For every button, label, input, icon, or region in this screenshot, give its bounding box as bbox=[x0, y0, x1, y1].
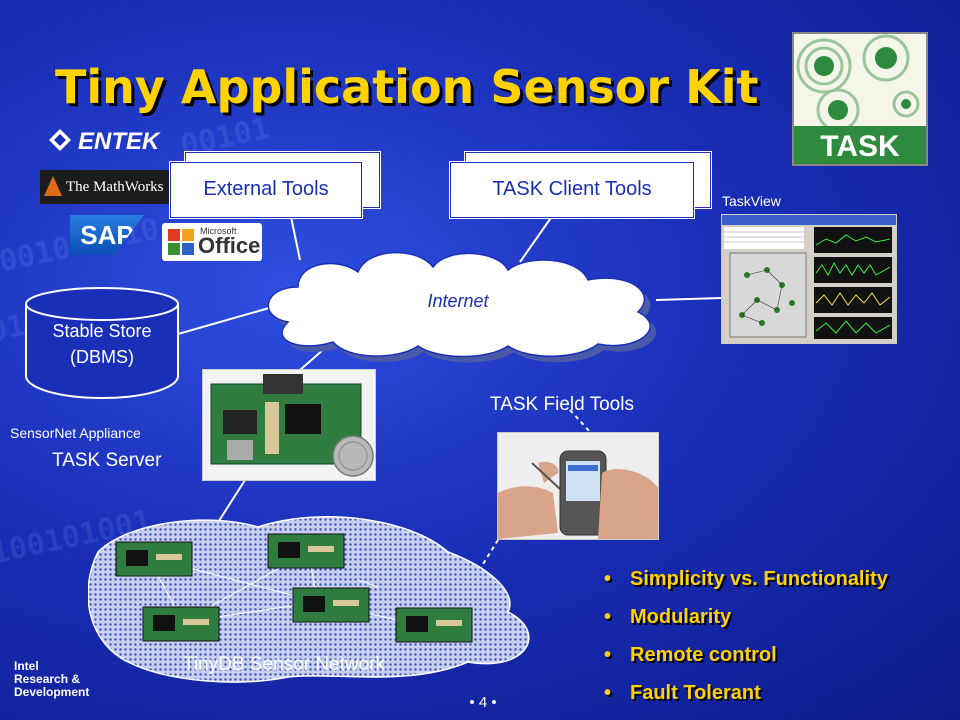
internet-cloud: Internet bbox=[267, 251, 657, 363]
entek-mark-icon bbox=[48, 128, 72, 152]
bullet-text: Fault Tolerant bbox=[630, 682, 761, 704]
page-number: • 4 • bbox=[469, 694, 497, 711]
sensor-network-label: TinyDB Sensor Network bbox=[183, 654, 386, 675]
bullet-item: • Modularity bbox=[604, 598, 888, 636]
mathworks-logo: The MathWorks bbox=[40, 170, 172, 204]
task-server-label: TASK Server bbox=[52, 450, 162, 471]
entek-logo: ENTEK bbox=[48, 128, 159, 156]
intel-footer-line3: Development bbox=[14, 685, 90, 699]
bullet-dot-icon: • bbox=[604, 644, 612, 666]
bullet-text: Remote control bbox=[630, 644, 777, 666]
office-logo-text: Office bbox=[198, 233, 261, 258]
bullet-dot-icon: • bbox=[604, 606, 612, 628]
feature-bullets: • Simplicity vs. Functionality • Modularit… bbox=[604, 560, 888, 712]
office-logo: Microsoft Office bbox=[162, 223, 262, 261]
mathworks-logo-text: The MathWorks bbox=[66, 179, 164, 195]
taskview-screenshot bbox=[721, 214, 897, 344]
stable-store-label-line1: Stable Store bbox=[52, 321, 152, 341]
slide-title: Tiny Application Sensor Kit bbox=[55, 60, 759, 114]
bullet-item: • Fault Tolerant bbox=[604, 674, 888, 712]
external-tools-box: External Tools bbox=[170, 162, 362, 218]
task-logo: TASK bbox=[792, 32, 928, 166]
bullet-text: Modularity bbox=[630, 606, 732, 628]
entek-logo-text: ENTEK bbox=[78, 128, 160, 155]
mathworks-peak-icon bbox=[44, 176, 62, 196]
stable-store-label: Stable Store (DBMS) bbox=[28, 318, 176, 370]
office-squares-icon bbox=[168, 229, 194, 255]
stable-store-cylinder bbox=[25, 287, 179, 399]
client-tools-label: TASK Client Tools bbox=[492, 178, 652, 200]
taskview-label: TaskView bbox=[722, 193, 781, 209]
intel-footer-line2: Research & bbox=[14, 672, 81, 686]
field-tools-label: TASK Field Tools bbox=[490, 394, 634, 415]
client-tools-box: TASK Client Tools bbox=[450, 162, 694, 218]
page-number-value: 4 bbox=[478, 694, 488, 711]
sensor-network: TinyDB Sensor Network bbox=[88, 516, 530, 683]
bullet-item: • Simplicity vs. Functionality bbox=[604, 560, 888, 598]
external-tools-label: External Tools bbox=[203, 178, 329, 200]
sap-logo: SAP bbox=[70, 215, 144, 255]
task-logo-text: TASK bbox=[820, 130, 900, 163]
office-logo-small-text: Microsoft bbox=[200, 226, 237, 236]
intel-footer-line1: Intel bbox=[14, 659, 39, 673]
bullet-text: Simplicity vs. Functionality bbox=[630, 568, 888, 590]
task-server-photo bbox=[202, 369, 376, 481]
field-tools-photo bbox=[497, 432, 659, 540]
bullet-dot-icon: • bbox=[604, 682, 612, 704]
stable-store-label-line2: (DBMS) bbox=[70, 347, 134, 367]
intel-footer-logo: Intel Research & Development bbox=[14, 660, 89, 699]
bullet-dot-icon: • bbox=[604, 568, 612, 590]
internet-label: Internet bbox=[427, 291, 489, 311]
sensornet-appliance-label: SensorNet Appliance bbox=[10, 425, 141, 441]
bullet-item: • Remote control bbox=[604, 636, 888, 674]
